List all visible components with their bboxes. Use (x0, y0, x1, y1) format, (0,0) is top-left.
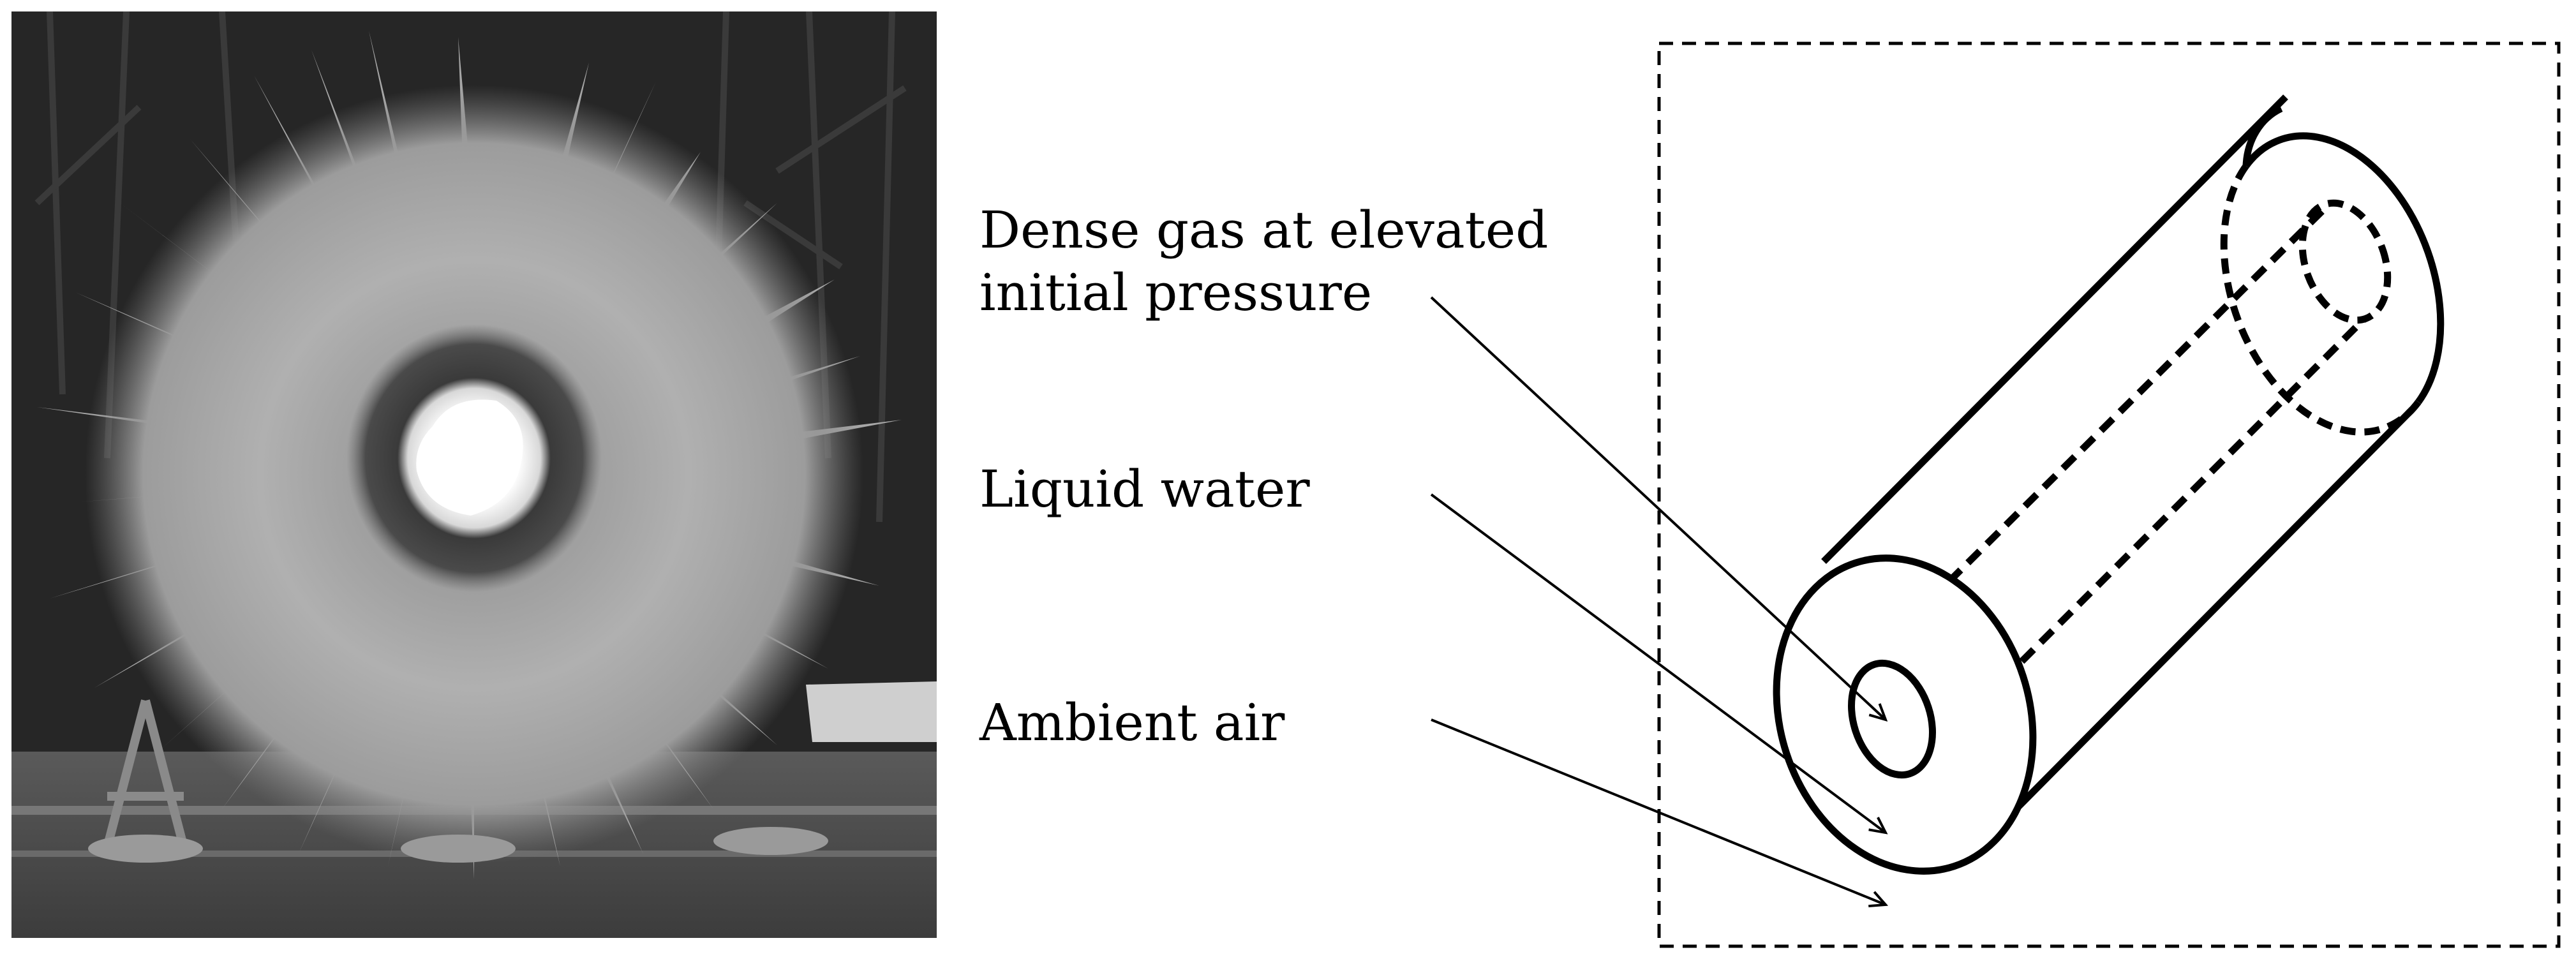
cylinder-top-edge (1821, 94, 2288, 564)
inner-bottom-hidden (1925, 316, 2367, 759)
flash-core (416, 399, 523, 516)
back-ellipse-visible (2243, 132, 2445, 405)
arrow-air (1431, 718, 1886, 905)
back-ellipse-top (2242, 105, 2283, 167)
explosion-photo-illustration (11, 11, 937, 938)
board (806, 681, 937, 742)
front-inner-ellipse (1848, 659, 1936, 779)
sandbags (88, 827, 828, 863)
cylinder-bottom-edge (1969, 407, 2415, 856)
label-dense-gas-line2: initial pressure (979, 263, 1373, 322)
explosion-photo (11, 11, 937, 938)
arrow-water (1430, 493, 1886, 833)
back-inner-ellipse (2298, 199, 2392, 324)
label-dense-gas-line1: Dense gas at elevated (979, 200, 1549, 260)
label-ambient-air: Ambient air (979, 693, 1285, 752)
arrow-gas (1430, 296, 1886, 720)
support-frame (103, 699, 188, 849)
label-liquid-water: Liquid water (979, 459, 1310, 519)
domain-boundary (1657, 41, 2561, 948)
label-dense-gas: Dense gas at elevated initial pressure (979, 199, 1548, 324)
back-ellipse-hidden (2220, 163, 2422, 436)
